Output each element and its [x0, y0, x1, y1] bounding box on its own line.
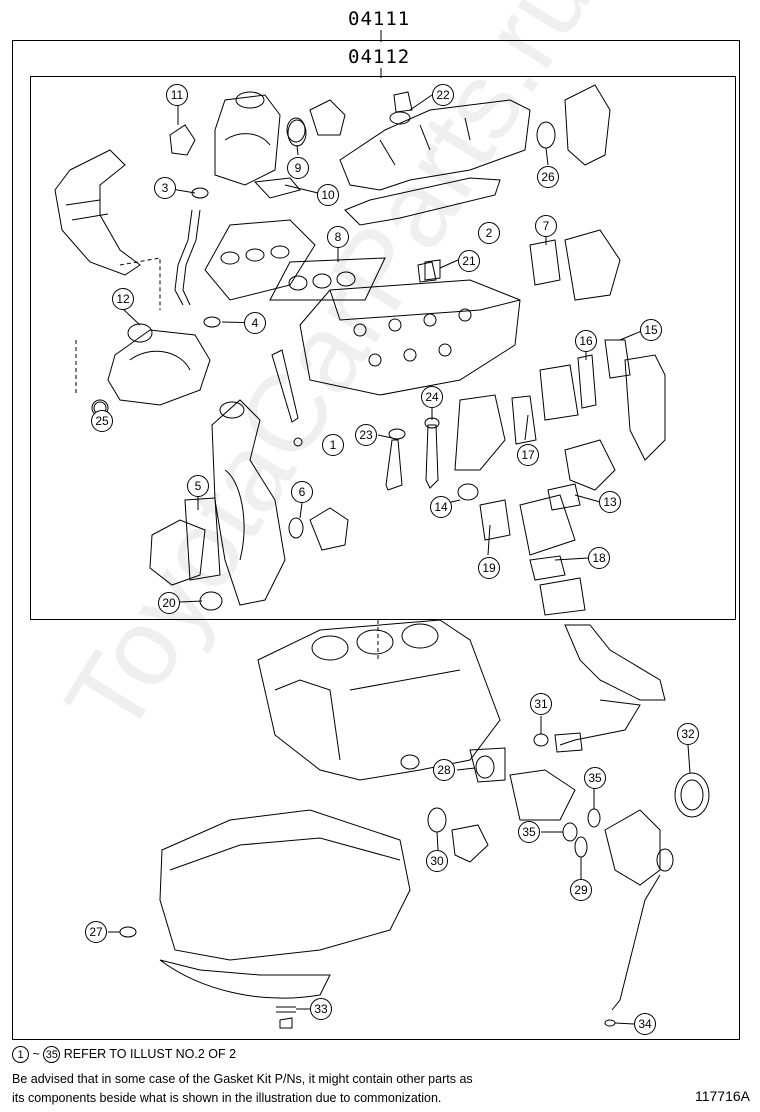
illustration-id: 117716A: [694, 1088, 750, 1104]
inner-kit-frame: [30, 76, 736, 620]
part-callout-4[interactable]: 4: [244, 312, 266, 334]
advice-line-2: its components beside what is shown in t…: [12, 1091, 442, 1105]
part-callout-34[interactable]: 34: [634, 1013, 656, 1035]
part-callout-2[interactable]: 2: [478, 222, 500, 244]
part-callout-12[interactable]: 12: [112, 288, 134, 310]
part-callout-21[interactable]: 21: [458, 250, 480, 272]
part-callout-29[interactable]: 29: [570, 879, 592, 901]
part-callout-33[interactable]: 33: [310, 998, 332, 1020]
part-callout-32[interactable]: 32: [677, 723, 699, 745]
part-callout-7[interactable]: 7: [535, 215, 557, 237]
reference-note: 1 ~ 35 REFER TO ILLUST NO.2 OF 2: [12, 1046, 236, 1063]
part-callout-17[interactable]: 17: [517, 444, 539, 466]
part-callout-19[interactable]: 19: [478, 557, 500, 579]
kit-number-outer: 04111: [348, 8, 411, 30]
part-callout-16[interactable]: 16: [575, 330, 597, 352]
part-callout-28[interactable]: 28: [433, 759, 455, 781]
part-callout-25[interactable]: 25: [91, 410, 113, 432]
part-callout-31[interactable]: 31: [530, 693, 552, 715]
part-callout-30[interactable]: 30: [426, 850, 448, 872]
part-callout-35-left[interactable]: 35: [518, 821, 540, 843]
part-callout-15[interactable]: 15: [640, 319, 662, 341]
part-callout-24[interactable]: 24: [421, 386, 443, 408]
part-callout-22[interactable]: 22: [432, 84, 454, 106]
part-callout-9[interactable]: 9: [287, 157, 309, 179]
part-callout-18[interactable]: 18: [588, 547, 610, 569]
part-callout-27[interactable]: 27: [85, 921, 107, 943]
part-callout-11[interactable]: 11: [166, 84, 188, 106]
ref-text: REFER TO ILLUST NO.2 OF 2: [63, 1046, 237, 1061]
part-callout-8[interactable]: 8: [327, 226, 349, 248]
ref-tilde: ~: [32, 1046, 40, 1061]
outer-kit-frame: [12, 40, 740, 1040]
ref-from-circle: 1: [12, 1046, 29, 1063]
part-callout-3[interactable]: 3: [154, 177, 176, 199]
part-callout-10[interactable]: 10: [317, 184, 339, 206]
part-callout-23[interactable]: 23: [355, 424, 377, 446]
part-callout-1[interactable]: 1: [322, 434, 344, 456]
kit-number-inner: 04112: [348, 46, 411, 68]
advice-line-1: Be advised that in some case of the Gask…: [12, 1072, 473, 1086]
part-callout-5[interactable]: 5: [187, 475, 209, 497]
part-callout-20[interactable]: 20: [158, 592, 180, 614]
part-callout-14[interactable]: 14: [430, 496, 452, 518]
part-callout-35-right[interactable]: 35: [584, 767, 606, 789]
ref-to-circle: 35: [43, 1046, 61, 1063]
part-callout-13[interactable]: 13: [599, 491, 621, 513]
part-callout-6[interactable]: 6: [291, 481, 313, 503]
part-callout-26[interactable]: 26: [537, 166, 559, 188]
